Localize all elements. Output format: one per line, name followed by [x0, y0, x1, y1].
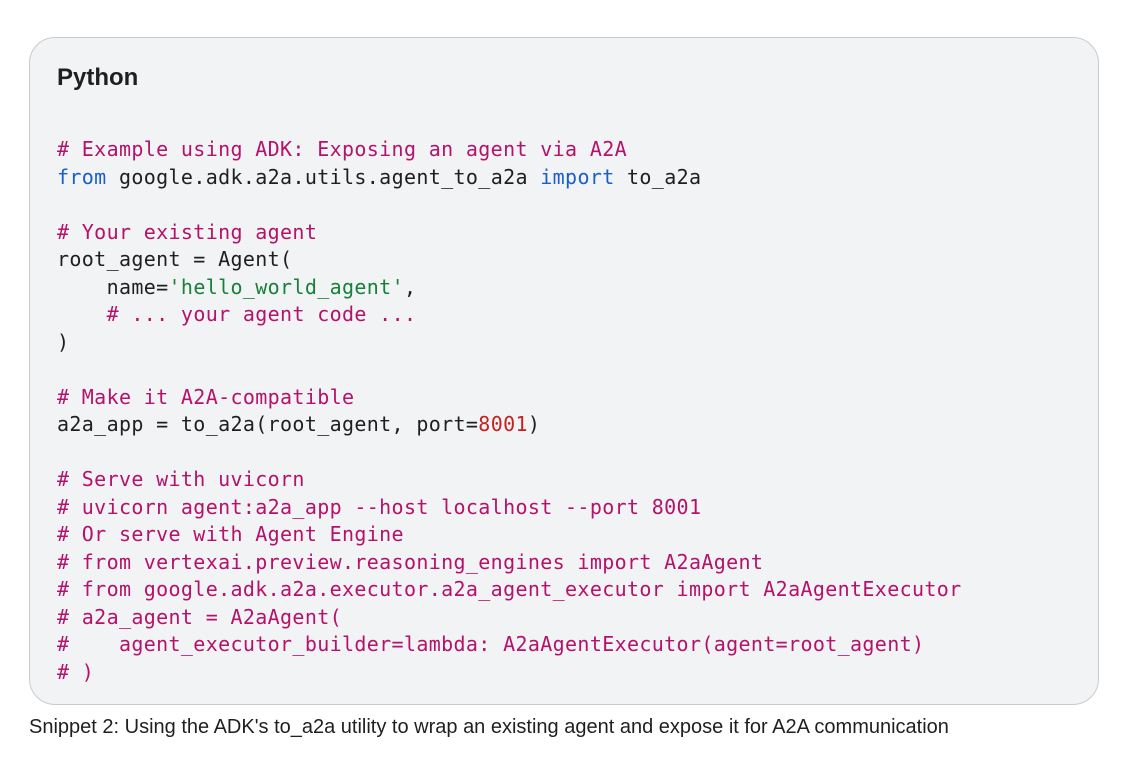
code-text: , — [403, 274, 417, 299]
code-language-label: Python — [57, 64, 139, 91]
code-keyword: import — [540, 164, 615, 189]
code-line: # agent_executor_builder=lambda: A2aAgen… — [57, 631, 962, 659]
code-line: # from vertexai.preview.reasoning_engine… — [57, 549, 962, 577]
code-text: a2a_app = to_a2a(root_agent, port= — [57, 412, 479, 436]
code-line: # Make it A2A-compatible — [57, 384, 962, 412]
code-line: # Or serve with Agent Engine — [57, 521, 962, 549]
code-line: from google.adk.a2a.utils.agent_to_a2a i… — [57, 164, 962, 192]
code-line — [57, 439, 962, 467]
code-comment: # ... your agent code ... — [106, 302, 417, 326]
code-text — [57, 302, 107, 326]
code-comment: # a2a_agent = A2aAgent( — [57, 604, 342, 629]
code-comment: # uvicorn agent:a2a_app --host localhost… — [57, 494, 702, 519]
code-line: # a2a_agent = A2aAgent( — [57, 604, 962, 632]
code-line: # Example using ADK: Exposing an agent v… — [57, 136, 962, 164]
code-line: ) — [57, 329, 962, 357]
code-comment: # Or serve with Agent Engine — [57, 522, 404, 546]
code-comment: # Your existing agent — [57, 219, 318, 244]
snippet-caption: Snippet 2: Using the ADK's to_a2a utilit… — [29, 716, 949, 738]
code-line — [57, 356, 962, 384]
code-block: Python # Example using ADK: Exposing an … — [29, 37, 1099, 705]
code-text: name= — [57, 274, 169, 299]
code-text: ) — [527, 412, 541, 436]
code-comment: # ) — [57, 659, 95, 684]
code-comment: # Make it A2A-compatible — [57, 384, 355, 409]
code-line: # Your existing agent — [57, 219, 962, 247]
code-comment: # agent_executor_builder=lambda: A2aAgen… — [57, 632, 925, 656]
code-comment: # from google.adk.a2a.executor.a2a_agent… — [57, 577, 962, 601]
code-comment: # Example using ADK: Exposing an agent v… — [57, 137, 627, 161]
code-line: # uvicorn agent:a2a_app --host localhost… — [57, 494, 962, 522]
code-comment: # Serve with uvicorn — [57, 467, 305, 491]
code-text: root_agent = Agent( — [57, 247, 293, 271]
code-line: a2a_app = to_a2a(root_agent, port=8001) — [57, 411, 962, 439]
code-line: # ... your agent code ... — [57, 301, 962, 329]
code-line: # Serve with uvicorn — [57, 466, 962, 494]
code-keyword: from — [57, 164, 107, 189]
code-string: 'hello_world_agent' — [168, 274, 404, 299]
code-text: to_a2a — [614, 164, 702, 189]
code-comment: # from vertexai.preview.reasoning_engine… — [57, 549, 764, 574]
code-text: ) — [57, 329, 70, 354]
code-number: 8001 — [478, 412, 528, 436]
code-text: google.adk.a2a.utils.agent_to_a2a — [106, 164, 541, 189]
code-line: # from google.adk.a2a.executor.a2a_agent… — [57, 576, 962, 604]
code-line — [57, 191, 962, 219]
code-line: root_agent = Agent( — [57, 246, 962, 274]
code-line: name='hello_world_agent', — [57, 274, 962, 302]
code-content[interactable]: # Example using ADK: Exposing an agent v… — [57, 136, 962, 686]
code-line: # ) — [57, 659, 962, 687]
